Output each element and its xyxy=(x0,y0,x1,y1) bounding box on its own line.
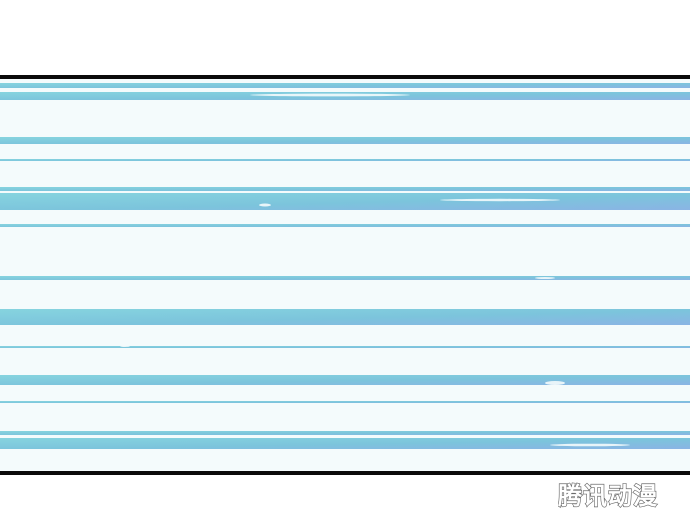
speed-line xyxy=(0,83,690,88)
comic-panel xyxy=(0,75,690,475)
speed-lines xyxy=(0,83,690,449)
speed-line xyxy=(0,137,690,144)
speed-line xyxy=(0,276,690,280)
speed-line xyxy=(0,193,690,210)
speed-line xyxy=(0,346,690,348)
speed-line xyxy=(0,224,690,227)
speed-line xyxy=(0,438,690,449)
speed-line xyxy=(0,187,690,191)
speed-line xyxy=(0,159,690,161)
speed-line xyxy=(0,401,690,403)
speed-line xyxy=(0,375,690,385)
watermark-logo: 腾讯动漫 xyxy=(558,481,658,509)
watermark-text: 腾讯动漫 xyxy=(558,482,658,509)
speed-line xyxy=(0,431,690,435)
speed-line xyxy=(0,309,690,325)
